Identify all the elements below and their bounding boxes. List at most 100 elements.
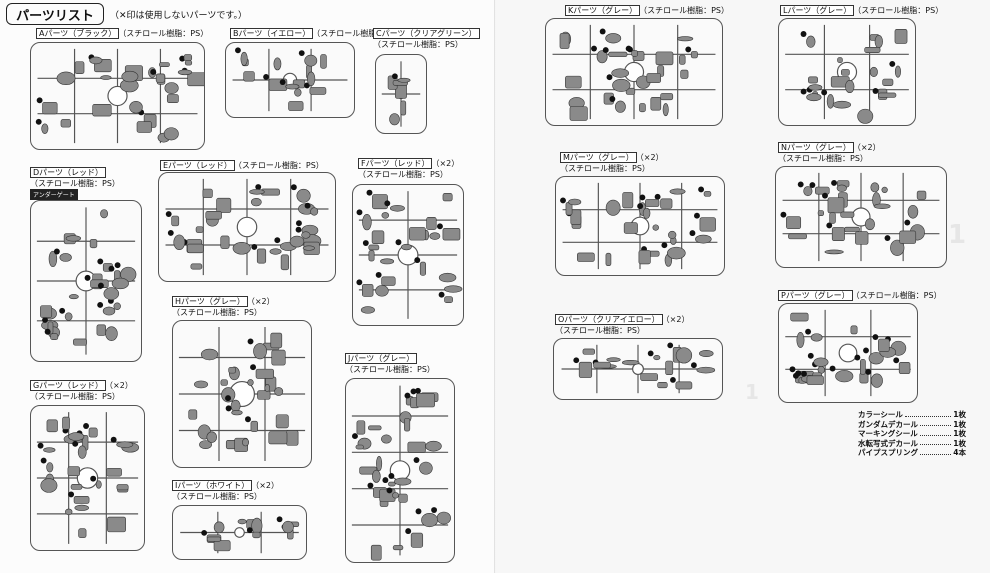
runner-tag-circle: [838, 343, 858, 363]
plastic-part: [824, 249, 844, 255]
plastic-part: [868, 352, 884, 365]
plastic-part: [650, 96, 662, 111]
part-number-marker: [356, 279, 363, 286]
part-number-marker: [637, 203, 644, 210]
part-number-marker: [807, 352, 814, 359]
part-number-marker: [42, 316, 48, 323]
part-number-marker: [893, 357, 900, 364]
plastic-part: [183, 54, 193, 61]
part-number-marker: [114, 262, 121, 269]
runner-o-label: Oパーツ（クリアイエロー）（×2）: [555, 314, 689, 325]
sprue-drawing: [165, 178, 329, 276]
part-number-marker: [375, 271, 382, 278]
part-number-marker: [384, 200, 391, 207]
part-number-marker: [395, 239, 402, 246]
runner-g-label: Gパーツ（レッド）（×2）: [30, 380, 133, 391]
runner-o-name: Oパーツ（クリアイエロー）: [555, 314, 663, 325]
plastic-part: [392, 492, 399, 499]
part-number-marker: [831, 180, 837, 186]
plastic-part: [568, 198, 582, 206]
sprue-drawing: [36, 412, 140, 544]
plastic-part: [855, 231, 869, 245]
plastic-part: [444, 296, 453, 303]
part-number-marker: [201, 529, 208, 536]
plastic-part: [421, 513, 438, 528]
runner-n-name: Nパーツ（グレー）: [778, 142, 854, 153]
plastic-part: [652, 224, 659, 231]
plastic-part: [301, 231, 311, 239]
plastic-part: [220, 235, 230, 249]
plastic-part: [270, 332, 283, 349]
plastic-part: [166, 94, 179, 103]
plastic-part: [665, 360, 674, 375]
runner-p-label: Pパーツ（グレー）（スチロール樹脂：PS）: [778, 290, 942, 301]
part-number-marker: [437, 223, 443, 230]
plastic-part: [264, 384, 271, 392]
plastic-part: [786, 216, 802, 229]
part-number-marker: [904, 219, 911, 226]
runner-h-frame: [172, 320, 312, 468]
plastic-part: [669, 188, 686, 195]
sprue-drawing: [36, 207, 137, 355]
plastic-part: [310, 207, 319, 216]
plastic-part: [836, 184, 847, 192]
runner-g-material: （スチロール樹脂：PS）: [30, 392, 120, 401]
plastic-part: [252, 531, 261, 539]
plastic-part: [89, 238, 98, 249]
part-number-marker: [304, 202, 311, 209]
part-number-marker: [367, 482, 374, 489]
plastic-part: [220, 379, 228, 386]
plastic-part: [294, 88, 302, 97]
accessory-name: カラーシール: [858, 410, 903, 419]
plastic-part: [680, 69, 689, 79]
runner-l-label: Lパーツ（グレー）（スチロール樹脂：PS）: [780, 5, 943, 16]
part-number-marker: [410, 388, 417, 395]
sprue-drawing: [35, 48, 204, 144]
plastic-part: [829, 212, 836, 224]
plastic-part: [389, 113, 400, 126]
part-number-marker: [789, 366, 796, 373]
plastic-part: [255, 368, 274, 379]
runner-d-material: （スチロール樹脂：PS）: [30, 179, 120, 188]
part-number-marker: [44, 328, 51, 335]
runner-j-label: Jパーツ（グレー）: [345, 353, 420, 364]
plastic-part: [257, 390, 271, 400]
plastic-part: [375, 285, 389, 297]
plastic-part: [73, 338, 88, 346]
part-number-marker: [690, 362, 697, 369]
plastic-part: [808, 84, 823, 91]
plastic-part: [404, 418, 411, 432]
part-number-marker: [889, 60, 896, 67]
page-spine: [494, 0, 496, 573]
plastic-part: [679, 54, 686, 65]
plastic-part: [188, 409, 198, 420]
plastic-part: [116, 484, 129, 491]
part-number-marker: [382, 477, 389, 484]
plastic-part: [569, 106, 588, 121]
part-number-marker: [362, 240, 369, 246]
plastic-part: [857, 108, 874, 124]
runner-k-material: （スチロール樹脂：PS）: [643, 6, 729, 15]
plastic-part: [362, 283, 374, 297]
plastic-part: [92, 104, 112, 117]
plastic-part: [655, 51, 674, 66]
part-number-marker: [661, 242, 668, 249]
runner-l-name: Lパーツ（グレー）: [780, 5, 855, 16]
runner-h-label: Hパーツ（グレー）（×2）: [172, 296, 275, 307]
part-number-marker: [167, 229, 174, 236]
runner-c-frame: [375, 54, 427, 134]
plastic-part: [831, 227, 845, 241]
plastic-part: [56, 71, 76, 85]
plastic-part: [136, 121, 152, 133]
plastic-part: [194, 380, 209, 389]
part-number-marker: [795, 370, 802, 377]
plastic-part: [360, 306, 375, 314]
plastic-part: [304, 54, 318, 67]
part-number-marker: [263, 74, 270, 80]
plastic-part: [425, 440, 442, 452]
accessory-row: カラーシール 1枚: [858, 410, 966, 420]
plastic-part: [699, 217, 716, 232]
accessory-qty: 1枚: [953, 410, 966, 419]
